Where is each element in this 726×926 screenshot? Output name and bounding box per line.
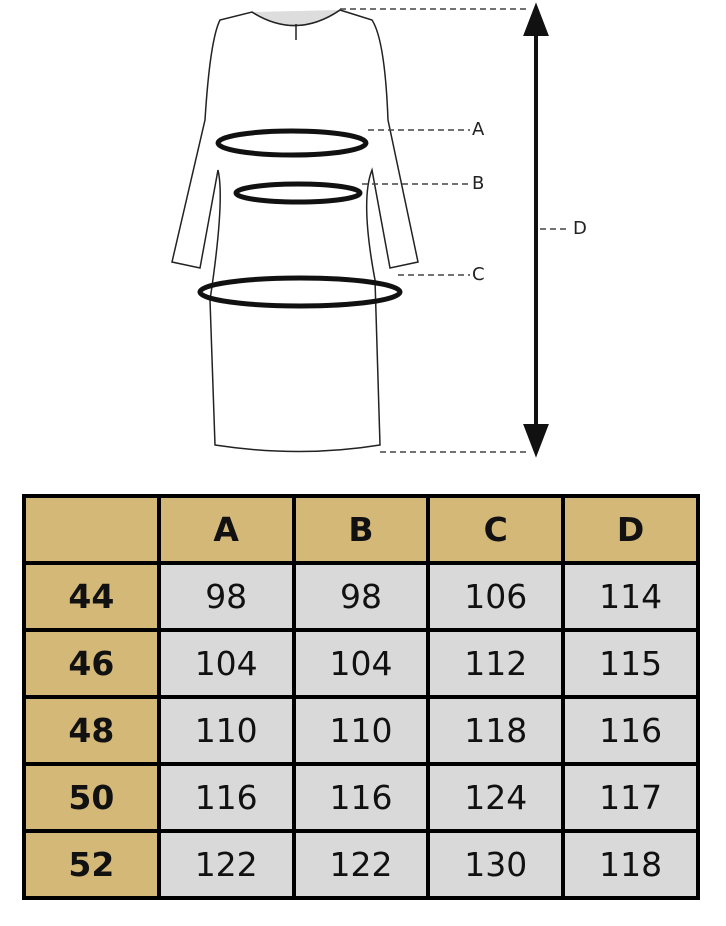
size-cell: 52 xyxy=(22,829,161,900)
value-cell: 116 xyxy=(156,762,296,833)
size-cell: 48 xyxy=(22,695,161,766)
header-cell: B xyxy=(291,494,431,565)
dress-illustration xyxy=(171,2,570,458)
dress-diagram: A B C D xyxy=(171,2,587,458)
height-arrow xyxy=(523,2,549,458)
size-cell: 44 xyxy=(22,561,161,632)
value-cell: 104 xyxy=(291,628,431,699)
value-cell: 115 xyxy=(561,628,700,699)
value-cell: 122 xyxy=(291,829,431,900)
header-cell: D xyxy=(561,494,700,565)
value-cell: 117 xyxy=(561,762,700,833)
value-cell: 118 xyxy=(561,829,700,900)
value-cell: 98 xyxy=(291,561,431,632)
value-cell: 116 xyxy=(561,695,700,766)
value-cell: 110 xyxy=(291,695,431,766)
value-cell: 110 xyxy=(156,695,296,766)
value-cell: 118 xyxy=(426,695,566,766)
label-d: D xyxy=(573,218,587,239)
label-a: A xyxy=(472,119,485,140)
label-c: C xyxy=(472,264,485,285)
value-cell: 112 xyxy=(426,628,566,699)
value-cell: 98 xyxy=(156,561,296,632)
table-header-row: A B C D xyxy=(22,494,700,565)
value-cell: 130 xyxy=(426,829,566,900)
value-cell: 124 xyxy=(426,762,566,833)
label-b: B xyxy=(472,173,485,194)
size-cell: 46 xyxy=(22,628,161,699)
value-cell: 122 xyxy=(156,829,296,900)
value-cell: 114 xyxy=(561,561,700,632)
header-cell: C xyxy=(426,494,566,565)
header-cell xyxy=(22,494,161,565)
size-cell: 50 xyxy=(22,762,161,833)
value-cell: 116 xyxy=(291,762,431,833)
value-cell: 104 xyxy=(156,628,296,699)
header-cell: A xyxy=(156,494,296,565)
value-cell: 106 xyxy=(426,561,566,632)
